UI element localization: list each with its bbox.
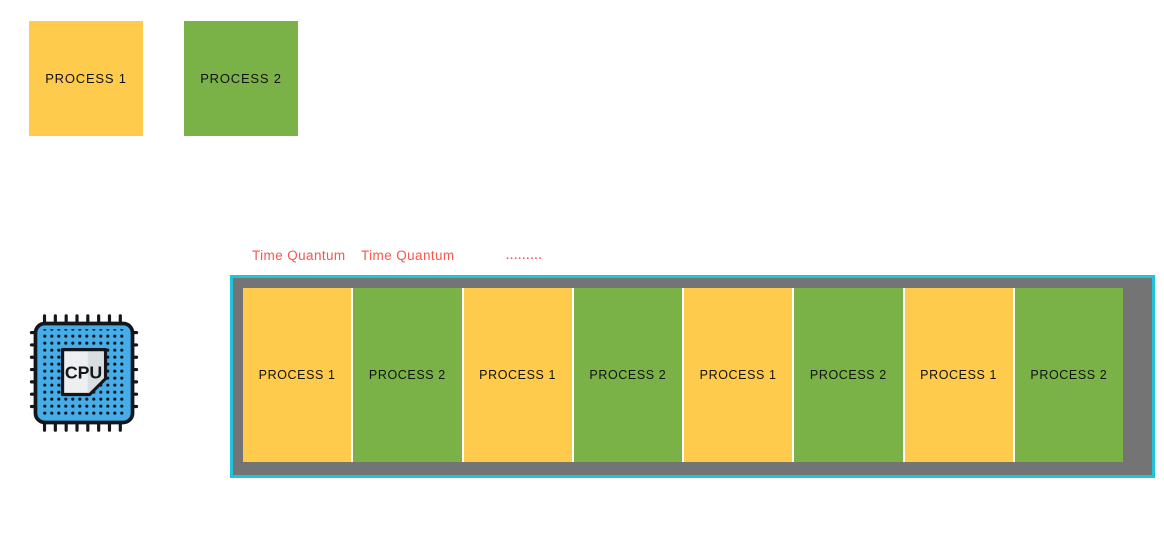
slot-label: PROCESS 2 [1030,368,1108,382]
process1-legend-box: PROCESS 1 [29,21,143,136]
timeline-slot-8: PROCESS 2 [1014,288,1123,462]
timeline-container: PROCESS 1 PROCESS 2 PROCESS 1 PROCESS 2 … [230,275,1155,478]
cpu-icon: CPU [28,312,140,434]
process2-legend-box: PROCESS 2 [184,21,298,136]
cpu-plate-shade [87,351,104,393]
slot-label: PROCESS 2 [589,368,667,382]
cpu-chip-svg: CPU [29,314,139,432]
timeline-slot-1: PROCESS 1 [243,288,352,462]
time-quantum-label-1: Time Quantum [252,248,346,263]
timeline-slot-3: PROCESS 1 [463,288,572,462]
timeline-slot-5: PROCESS 1 [684,288,793,462]
process2-legend-label: PROCESS 2 [200,71,282,86]
slot-label: PROCESS 2 [368,368,446,382]
timeline-slot-7: PROCESS 1 [904,288,1013,462]
timeline-slot-6: PROCESS 2 [794,288,903,462]
slot-label: PROCESS 1 [258,368,336,382]
slot-label: PROCESS 2 [809,368,887,382]
process1-legend-label: PROCESS 1 [45,71,127,86]
timeline-slot-4: PROCESS 2 [573,288,682,462]
timeline-slots: PROCESS 1 PROCESS 2 PROCESS 1 PROCESS 2 … [243,288,1123,462]
cpu-label: CPU [65,363,102,383]
timeline-slot-2: PROCESS 2 [353,288,462,462]
slot-label: PROCESS 1 [699,368,777,382]
slot-label: PROCESS 1 [479,368,557,382]
time-quantum-label-2: Time Quantum [361,248,455,263]
time-quantum-ellipsis: ......... [506,250,543,262]
slot-label: PROCESS 1 [920,368,998,382]
